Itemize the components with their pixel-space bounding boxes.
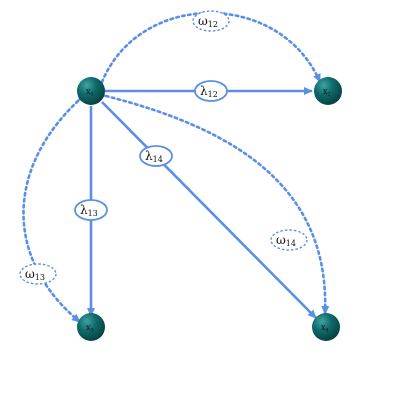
- bidirected-edge-omega13: ω13: [19, 92, 87, 324]
- bidirected-edge-omega14: ω14: [97, 90, 330, 316]
- directed-edge-lambda14: λ14: [101, 101, 317, 319]
- svg-text:x4: x4: [321, 323, 329, 334]
- node-x2: x2: [314, 77, 342, 105]
- edge-label-omega14: ω14: [276, 233, 296, 248]
- edge-label-lambda12: λ12: [200, 84, 218, 99]
- directed-edge-lambda13: λ13: [74, 106, 108, 317]
- edge-label-lambda13: λ13: [80, 203, 98, 218]
- node-x3: x3: [77, 313, 105, 341]
- svg-text:x2: x2: [323, 87, 331, 98]
- node-x4: x4: [312, 313, 340, 341]
- svg-text:x3: x3: [86, 323, 94, 334]
- edge-label-omega13: ω13: [25, 267, 45, 282]
- node-x1: x1: [77, 77, 105, 105]
- svg-text:x1: x1: [86, 87, 94, 98]
- directed-edge-lambda12: λ12: [105, 80, 313, 102]
- edge-label-omega12: ω12: [198, 14, 218, 29]
- edge-label-lambda14: λ14: [145, 149, 163, 164]
- bidirected-edge-omega12: ω12: [95, 10, 322, 91]
